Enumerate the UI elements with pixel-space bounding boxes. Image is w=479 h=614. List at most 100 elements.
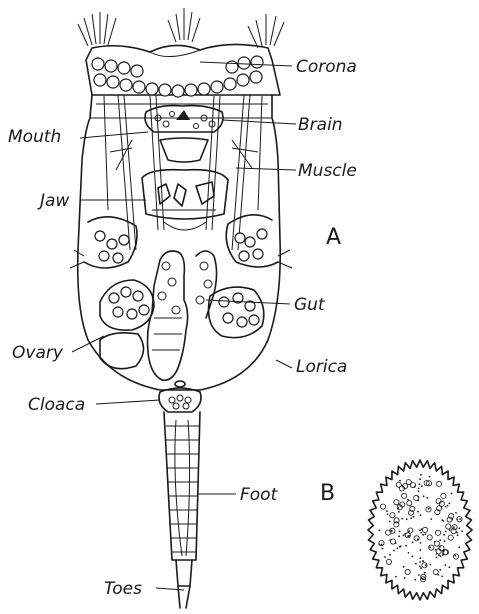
egg-dot	[422, 560, 424, 562]
panel-label-a: A	[326, 225, 341, 250]
egg-dot	[429, 546, 431, 548]
egg-dot	[403, 566, 405, 568]
egg-dot	[408, 552, 410, 554]
egg-dot	[419, 478, 421, 480]
egg-dot	[443, 534, 445, 536]
egg-dot	[421, 485, 423, 487]
egg-dot	[459, 518, 461, 520]
egg-dot	[389, 539, 391, 541]
egg-dot	[402, 493, 407, 498]
egg-dot	[414, 579, 416, 581]
egg-dot	[412, 541, 414, 543]
egg-dot	[403, 534, 405, 536]
egg-dot	[430, 518, 432, 520]
egg-dot	[410, 517, 412, 519]
egg-dot	[461, 530, 463, 532]
panel-label-b: B	[320, 481, 335, 506]
egg-dot	[448, 535, 453, 540]
egg-dot	[445, 506, 447, 508]
egg-dot	[395, 576, 397, 578]
egg-dot	[439, 539, 441, 541]
egg-dot	[415, 563, 417, 565]
egg-dot	[414, 536, 419, 541]
label-corona: Corona	[296, 57, 357, 77]
egg-dot	[420, 474, 422, 476]
egg-dot	[381, 544, 383, 546]
egg-dot	[419, 566, 421, 568]
egg-dot	[457, 534, 459, 536]
egg-dot	[435, 549, 437, 551]
egg-dot	[408, 535, 410, 537]
egg-dot	[453, 526, 455, 528]
egg-dot	[389, 554, 391, 556]
egg-dot	[420, 514, 422, 516]
pharynx	[160, 138, 208, 162]
egg-dot	[451, 493, 453, 495]
label-ovary: Ovary	[12, 343, 64, 363]
gut	[148, 251, 217, 380]
egg-dot	[398, 535, 400, 537]
egg-dot	[446, 524, 451, 529]
egg-dot	[418, 488, 420, 490]
egg-dot	[390, 513, 395, 518]
egg-dot	[441, 493, 446, 498]
egg-dot	[396, 547, 398, 549]
egg-dot	[419, 483, 421, 485]
egg-dot	[408, 528, 413, 533]
lateral-glands	[70, 215, 292, 268]
egg-dot	[379, 530, 381, 532]
egg-dot	[438, 554, 440, 556]
egg-dot	[423, 578, 425, 580]
cilia	[78, 8, 284, 48]
egg-dot	[445, 531, 447, 533]
egg-dot	[401, 518, 403, 520]
egg-dot	[393, 550, 395, 552]
egg-dot	[436, 481, 441, 486]
label-jaw: Jaw	[37, 191, 69, 211]
egg-dot	[381, 504, 386, 509]
egg-dot	[423, 527, 428, 532]
egg-dot	[394, 522, 399, 527]
egg-dot	[405, 545, 407, 547]
egg-dot	[420, 532, 422, 534]
egg-dot	[419, 529, 421, 531]
egg-dot	[453, 554, 458, 559]
egg-dot	[412, 556, 414, 558]
egg-dot	[449, 529, 451, 531]
egg-dot	[421, 578, 423, 580]
egg-dot	[426, 497, 428, 499]
egg-dot	[413, 516, 415, 518]
egg-dot	[420, 567, 422, 569]
label-gut: Gut	[294, 295, 326, 315]
label-cloaca: Cloaca	[28, 395, 85, 415]
egg-dot	[395, 542, 397, 544]
egg	[368, 460, 472, 600]
egg-dot	[408, 530, 410, 532]
egg-dot	[433, 569, 438, 574]
egg-dot	[399, 531, 401, 533]
egg-dot	[421, 528, 423, 530]
toes	[176, 560, 192, 608]
egg-dot	[394, 500, 399, 505]
egg-dot	[444, 540, 446, 542]
egg-dot	[441, 519, 443, 521]
rotifer-body	[70, 8, 292, 608]
label-mouth: Mouth	[8, 127, 61, 147]
egg-dot	[384, 556, 386, 558]
egg-dot	[434, 541, 439, 546]
egg-dot	[424, 572, 426, 574]
label-muscle: Muscle	[298, 161, 357, 181]
corona-cells	[92, 56, 263, 97]
label-foot: Foot	[240, 485, 279, 505]
foot	[164, 412, 200, 560]
egg-dot	[422, 534, 424, 536]
egg-dot	[407, 501, 412, 506]
egg-dot	[458, 546, 460, 548]
egg-dot	[419, 557, 421, 559]
egg-dot	[420, 549, 422, 551]
egg-dot	[440, 555, 442, 557]
egg-dot	[429, 476, 431, 478]
egg-dot	[389, 521, 391, 523]
egg-dot	[420, 542, 422, 544]
